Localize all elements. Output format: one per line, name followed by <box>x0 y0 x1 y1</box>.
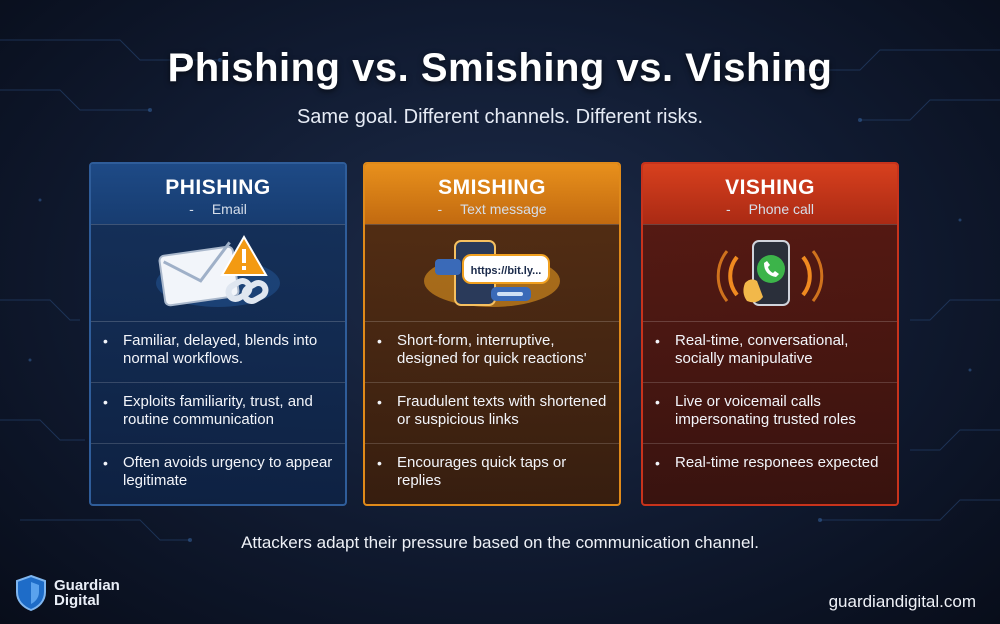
channel-dash: - <box>437 201 443 217</box>
vishing-card-channel: - Phone call <box>643 201 897 217</box>
list-item: Familiar, delayed, blends into normal wo… <box>91 322 345 383</box>
vishing-card-header: VISHING - Phone call <box>643 164 897 224</box>
phishing-bullet-list: Familiar, delayed, blends into normal wo… <box>91 322 345 504</box>
phishing-card: PHISHING - Email Familiar, delayed, blend… <box>89 162 347 506</box>
phone-call-icon <box>716 240 824 306</box>
list-item: Short-form, interruptive, designed for q… <box>365 322 619 383</box>
email-warning-link-icon <box>156 235 280 307</box>
smishing-card-header: SMISHING - Text message <box>365 164 619 224</box>
website-link[interactable]: guardiandigital.com <box>828 592 976 611</box>
channel-label: Phone call <box>748 201 815 217</box>
channel-dash: - <box>725 201 731 217</box>
list-item: Fraudulent texts with shortened or suspi… <box>365 383 619 444</box>
vishing-icon-area <box>643 224 897 322</box>
brand-line-2: Digital <box>54 592 100 609</box>
smishing-bullet-list: Short-form, interruptive, designed for q… <box>365 322 619 504</box>
list-item: Live or voicemail calls impersonating tr… <box>643 383 897 444</box>
guardian-digital-logo: Guardian Digital <box>14 574 120 612</box>
smishing-icon-area: https://bit.ly... <box>365 224 619 322</box>
smishing-card-channel: - Text message <box>365 201 619 217</box>
list-item: Real-time responees expected <box>643 444 897 504</box>
list-item: Real-time, conversational, socially mani… <box>643 322 897 383</box>
footer-note: Attackers adapt their pressure based on … <box>241 533 759 552</box>
smishing-card-title: SMISHING <box>438 176 546 199</box>
sms-link-text: https://bit.ly... <box>471 265 542 277</box>
text-message-link-icon: https://bit.ly... <box>424 240 560 307</box>
list-item: Exploits familiarity, trust, and routine… <box>91 383 345 444</box>
list-item: Often avoids urgency to appear legitimat… <box>91 444 345 504</box>
vishing-card-title: VISHING <box>725 176 815 199</box>
brand-name: Guardian Digital <box>54 578 120 608</box>
phishing-icon-area <box>91 224 345 322</box>
list-item: Encourages quick taps or replies <box>365 444 619 504</box>
page-title: Phishing vs. Smishing vs. Vishing <box>167 46 833 90</box>
smishing-card: SMISHING - Text message https://bit.ly...… <box>363 162 621 506</box>
channel-dash: - <box>189 201 194 217</box>
channel-label: Email <box>211 201 247 217</box>
channel-label: Text message <box>460 201 547 217</box>
page-subtitle: Same goal. Different channels. Different… <box>296 106 704 128</box>
vishing-card: VISHING - Phone call Real-time, conversat… <box>641 162 899 506</box>
phishing-card-channel: - Email <box>91 201 345 217</box>
phishing-card-title: PHISHING <box>165 176 271 199</box>
phishing-card-header: PHISHING - Email <box>91 164 345 224</box>
vishing-bullet-list: Real-time, conversational, socially mani… <box>643 322 897 504</box>
shield-icon <box>16 574 46 612</box>
brand-line-1: Guardian <box>54 577 120 594</box>
